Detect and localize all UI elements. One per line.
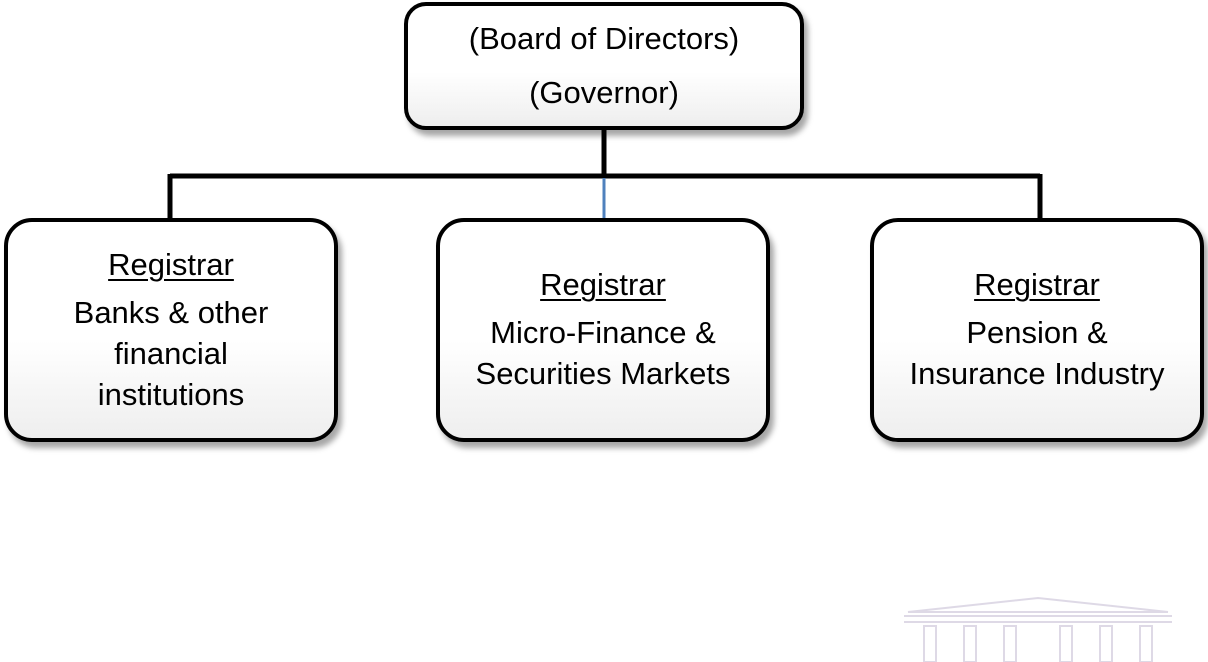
registrar-banks-node: Registrar Banks & other financial instit… [4, 218, 338, 442]
banks-line-2: financial [114, 335, 228, 371]
board-of-directors-node: (Board of Directors) (Governor) [404, 2, 804, 130]
pension-line-2: Insurance Industry [909, 356, 1165, 391]
registrar-microfinance-node: Registrar Micro-Finance & Securities Mar… [436, 218, 1172, 662]
banks-line-1: Banks & other [73, 294, 269, 330]
registrar-heading: Registrar [108, 246, 234, 282]
pension-line-1: Pension & [966, 315, 1108, 350]
registrar-pension-node: Registrar Pension & Insurance Industry [870, 218, 1204, 442]
building-watermark-icon [904, 596, 1172, 662]
registrar-heading: Registrar [540, 267, 666, 302]
org-connectors [167, 130, 1043, 220]
board-of-directors-label: (Board of Directors) [468, 21, 740, 56]
banks-line-3: institutions [97, 376, 245, 412]
registrar-heading: Registrar [974, 267, 1100, 302]
governor-label: (Governor) [529, 75, 679, 110]
microfinance-line-2: Securities Markets [475, 356, 731, 391]
microfinance-line-1: Micro-Finance & [490, 315, 716, 350]
